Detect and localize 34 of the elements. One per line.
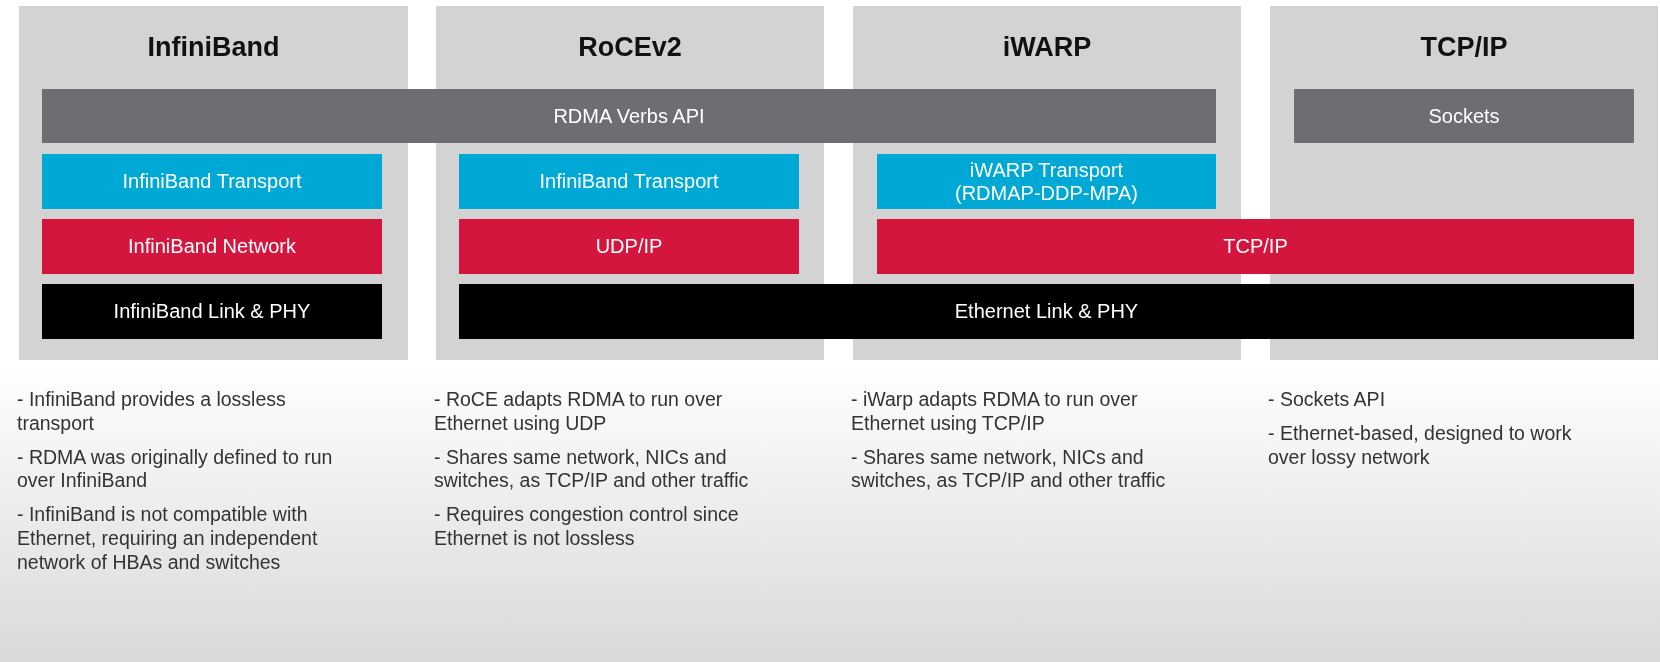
api-layer-bar	[42, 89, 1216, 143]
layer-label: Sockets	[1428, 104, 1500, 128]
note-text: - Shares same network, NICs and switches, as TCP/IP and other traffic	[851, 445, 1167, 494]
link-layer-bar	[459, 284, 1634, 339]
layer-label: InfiniBand Transport	[539, 170, 719, 193]
network-layer-bar	[42, 219, 382, 274]
column-title: RoCEv2	[577, 32, 683, 63]
transport-layer-bar	[42, 154, 382, 209]
column-title: TCP/IP	[1419, 32, 1509, 63]
note-text: - InfiniBand provides a lossless transport	[17, 388, 287, 436]
note-text: - Sockets API	[1268, 388, 1387, 412]
layer-label: InfiniBand Transport	[122, 170, 302, 193]
transport-layer-bar	[459, 154, 799, 209]
layer-label: TCP/IP	[1223, 235, 1288, 258]
layer-label: InfiniBand Network	[128, 235, 296, 258]
note-text: - Ethernet-based, designed to work over lossy network	[1268, 421, 1573, 470]
link-layer-bar	[42, 284, 382, 339]
api-layer-bar	[1294, 89, 1634, 143]
layer-label: InfiniBand Link & PHY	[113, 300, 311, 323]
column-title: InfiniBand	[146, 32, 281, 63]
layer-label: iWARP Transport (RDMAP-DDP-MPA)	[954, 158, 1139, 205]
note-text: - Shares same network, NICs and switches, as TCP/IP and other traffic	[434, 445, 750, 494]
layer-label: RDMA Verbs API	[553, 104, 705, 128]
note-text: - Requires congestion control since Ethernet is not lossless	[434, 503, 740, 551]
network-layer-bar	[459, 219, 799, 274]
layer-label: UDP/IP	[595, 235, 663, 258]
note-text: - RoCE adapts RDMA to run over Ethernet using UDP	[434, 388, 724, 436]
layer-label: Ethernet Link & PHY	[954, 300, 1139, 323]
network-layer-bar	[877, 219, 1634, 274]
note-text: - iWarp adapts RDMA to run over Ethernet using TCP/IP	[851, 388, 1139, 436]
transport-layer-bar	[877, 154, 1216, 209]
column-title: iWARP	[1001, 32, 1093, 63]
note-text: - RDMA was originally defined to run over InfiniBand	[17, 445, 334, 494]
note-text: - InfiniBand is not compatible with Ethernet, requiring an independent network of HBAs and switches	[17, 503, 319, 575]
